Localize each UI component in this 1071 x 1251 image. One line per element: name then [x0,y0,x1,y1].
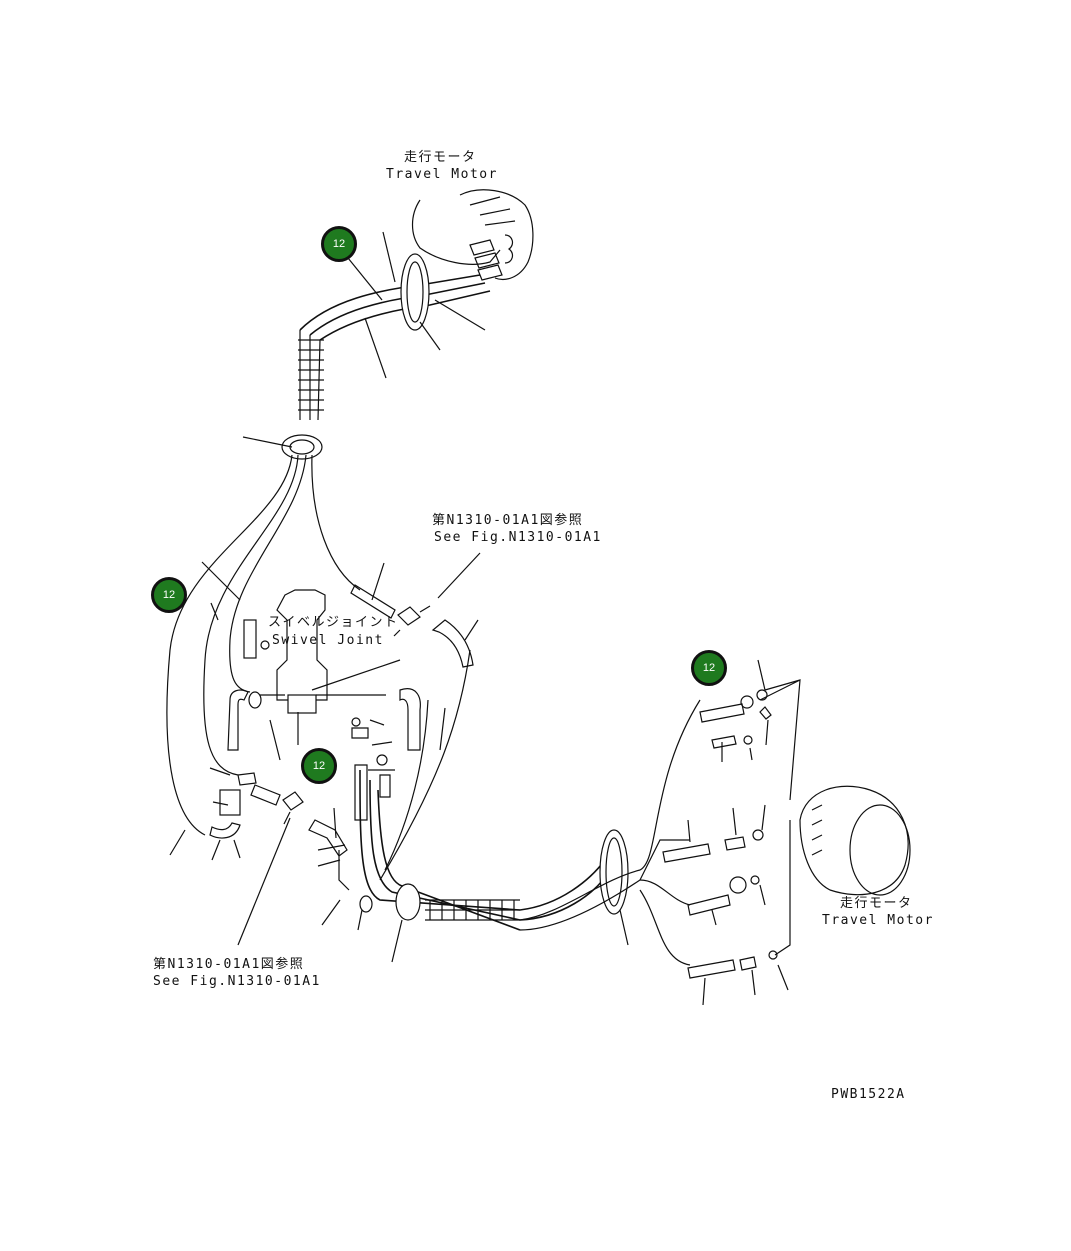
callout-12-center[interactable]: 12 [301,748,337,784]
swivel-joint-jp-label: スイベルジョイント [268,615,399,630]
swivel-joint-en-label: Swivel Joint [272,633,384,648]
travel-motor-right-en-label: Travel Motor [822,913,934,928]
travel-motor-top [411,189,534,281]
swivel-joint [243,589,386,714]
swivel-fittings [227,605,474,821]
leader-lines-misc [169,552,789,1006]
bottom-hose-bundle [359,649,701,966]
top-hose-bundle [281,239,503,460]
travel-motor-right [799,785,911,896]
see-fig-top-jp-label: 第N1310-01A1図参照 [432,513,584,528]
see-fig-top-en-label: See Fig.N1310-01A1 [434,530,602,545]
hoses-to-swivel [166,454,396,836]
drawing-code-label: PWB1522A [831,1087,906,1102]
right-fittings [662,679,801,979]
callout-12-left[interactable]: 12 [151,577,187,613]
travel-motor-top-jp-label: 走行モータ [404,150,477,165]
callout-12-right[interactable]: 12 [691,650,727,686]
travel-motor-top-en-label: Travel Motor [386,167,498,182]
leader-lines-top [242,231,486,448]
see-fig-bottom-jp-label: 第N1310-01A1図参照 [153,957,305,972]
callout-12-top[interactable]: 12 [321,226,357,262]
see-fig-bottom-en-label: See Fig.N1310-01A1 [153,974,321,989]
travel-motor-right-jp-label: 走行モータ [840,896,913,911]
